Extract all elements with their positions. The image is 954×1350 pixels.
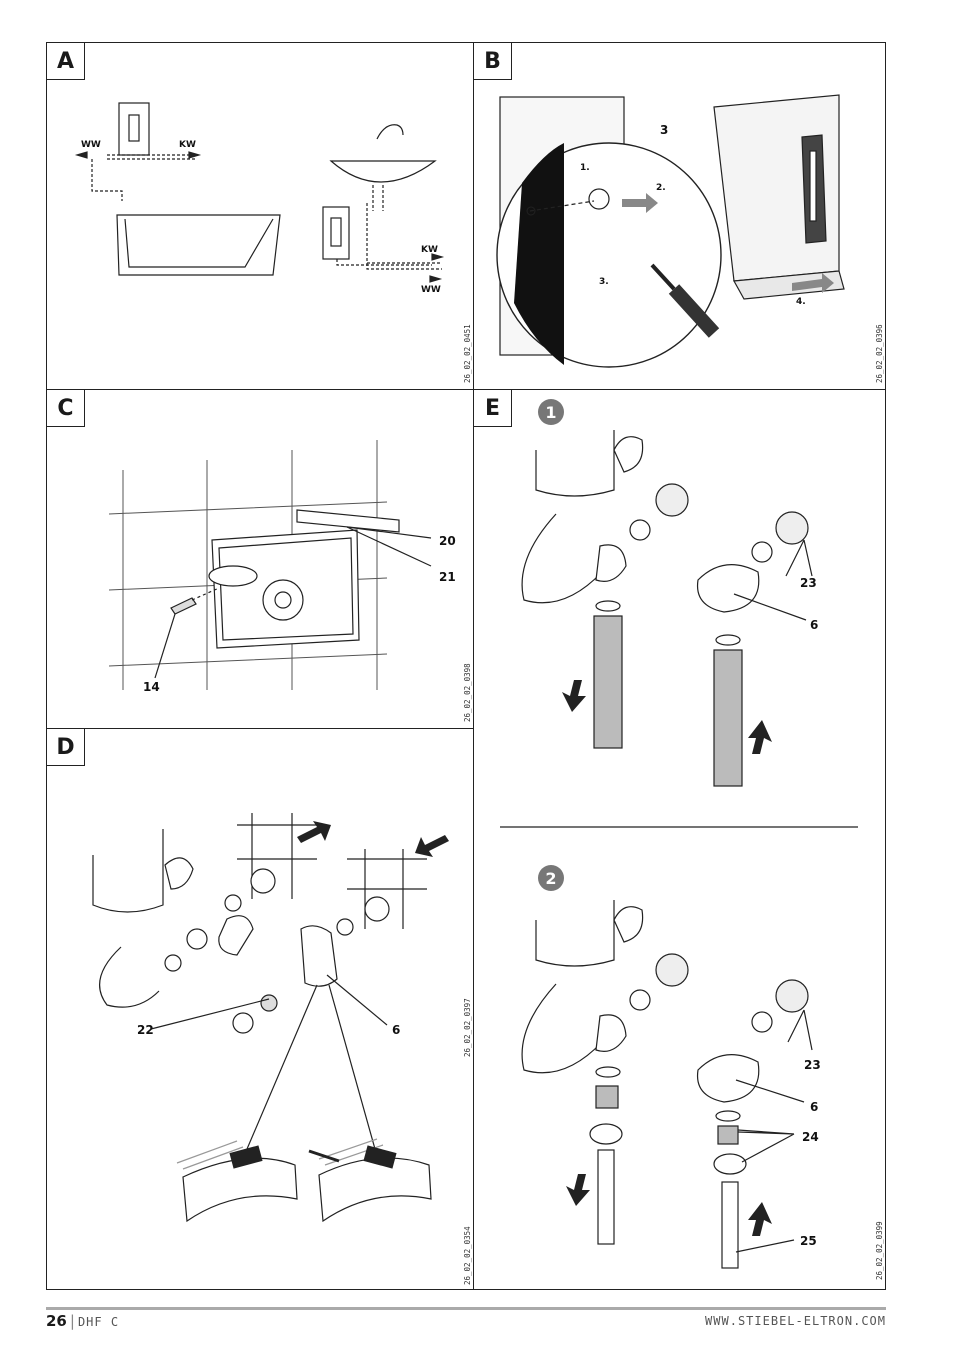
panel-e-step-2-label-part-24: 24 xyxy=(802,1130,819,1144)
page-number: 26 xyxy=(46,1312,67,1330)
document-name: DHF C xyxy=(77,1315,120,1329)
panel-e-step-1-label-part-6: 6 xyxy=(810,618,819,632)
panel-e: E 1 2 xyxy=(473,389,886,1290)
panel-e-step-2-label-part-23: 23 xyxy=(804,1058,821,1072)
panel-d-drawing-code-top: 26_02_02_0397 xyxy=(463,998,472,1057)
footer-website: WWW.STIEBEL-ELTRON.COM xyxy=(705,1314,886,1328)
panel-e-drawing-code: 26_02_02_0399 xyxy=(875,1221,884,1280)
panel-b-label-step-3: 3. xyxy=(599,277,609,287)
panel-a-label-ww-left: WW xyxy=(81,140,101,150)
panel-e-letter: E xyxy=(474,390,512,427)
panel-d-drawing-code-bottom: 26_02_02_0354 xyxy=(463,1226,472,1285)
panel-c-label-part-14: 14 xyxy=(143,680,160,694)
panel-e-step-2-label-part-6: 6 xyxy=(810,1100,819,1114)
panel-b: B 3 1. 2. 3. 4. 26_02_02_0396 xyxy=(473,42,886,390)
panel-d: D xyxy=(46,728,474,1290)
panel-d-letter: D xyxy=(47,729,85,766)
panel-c: C 20 21 14 26_02_02_0398 xyxy=(46,389,474,729)
panel-c-letter: C xyxy=(47,390,85,427)
footer-left: 26|DHF C xyxy=(46,1312,119,1330)
footer-separator: | xyxy=(69,1312,75,1330)
panel-a: A WW KW KW WW 26_02_02_0451 xyxy=(46,42,474,390)
panel-e-step-1-label-part-23: 23 xyxy=(800,576,817,590)
panel-e-step-2-label-part-25: 25 xyxy=(800,1234,817,1248)
panel-a-label-kw-right: KW xyxy=(421,245,438,255)
panel-b-label-step-1: 1. xyxy=(580,163,590,173)
panel-a-label-ww-right: WW xyxy=(421,285,441,295)
panel-a-letter: A xyxy=(47,43,85,80)
panel-b-label-step-4: 4. xyxy=(796,297,806,307)
panel-a-label-kw-left: KW xyxy=(179,140,196,150)
panel-b-label-part-3: 3 xyxy=(660,123,669,137)
panel-c-illustration xyxy=(108,440,432,690)
panel-c-label-part-21: 21 xyxy=(439,570,456,584)
panel-c-drawing-code: 26_02_02_0398 xyxy=(463,663,472,722)
panel-a-illustration xyxy=(74,102,445,283)
panel-a-drawing-code: 26_02_02_0451 xyxy=(463,324,472,383)
panel-d-illustration xyxy=(92,813,449,1223)
panel-b-label-step-2: 2. xyxy=(656,183,666,193)
panel-e-illustration xyxy=(500,430,858,1269)
panel-d-label-part-6: 6 xyxy=(392,1023,401,1037)
panel-c-label-part-20: 20 xyxy=(439,534,456,548)
panel-b-drawing-code: 26_02_02_0396 xyxy=(875,324,884,383)
panel-b-illustration xyxy=(496,94,845,368)
panel-e-step-1-badge: 1 xyxy=(538,399,564,425)
panel-d-label-part-22: 22 xyxy=(137,1023,154,1037)
panel-b-letter: B xyxy=(474,43,512,80)
footer-rule xyxy=(46,1307,886,1310)
panel-e-step-2-badge: 2 xyxy=(538,865,564,891)
